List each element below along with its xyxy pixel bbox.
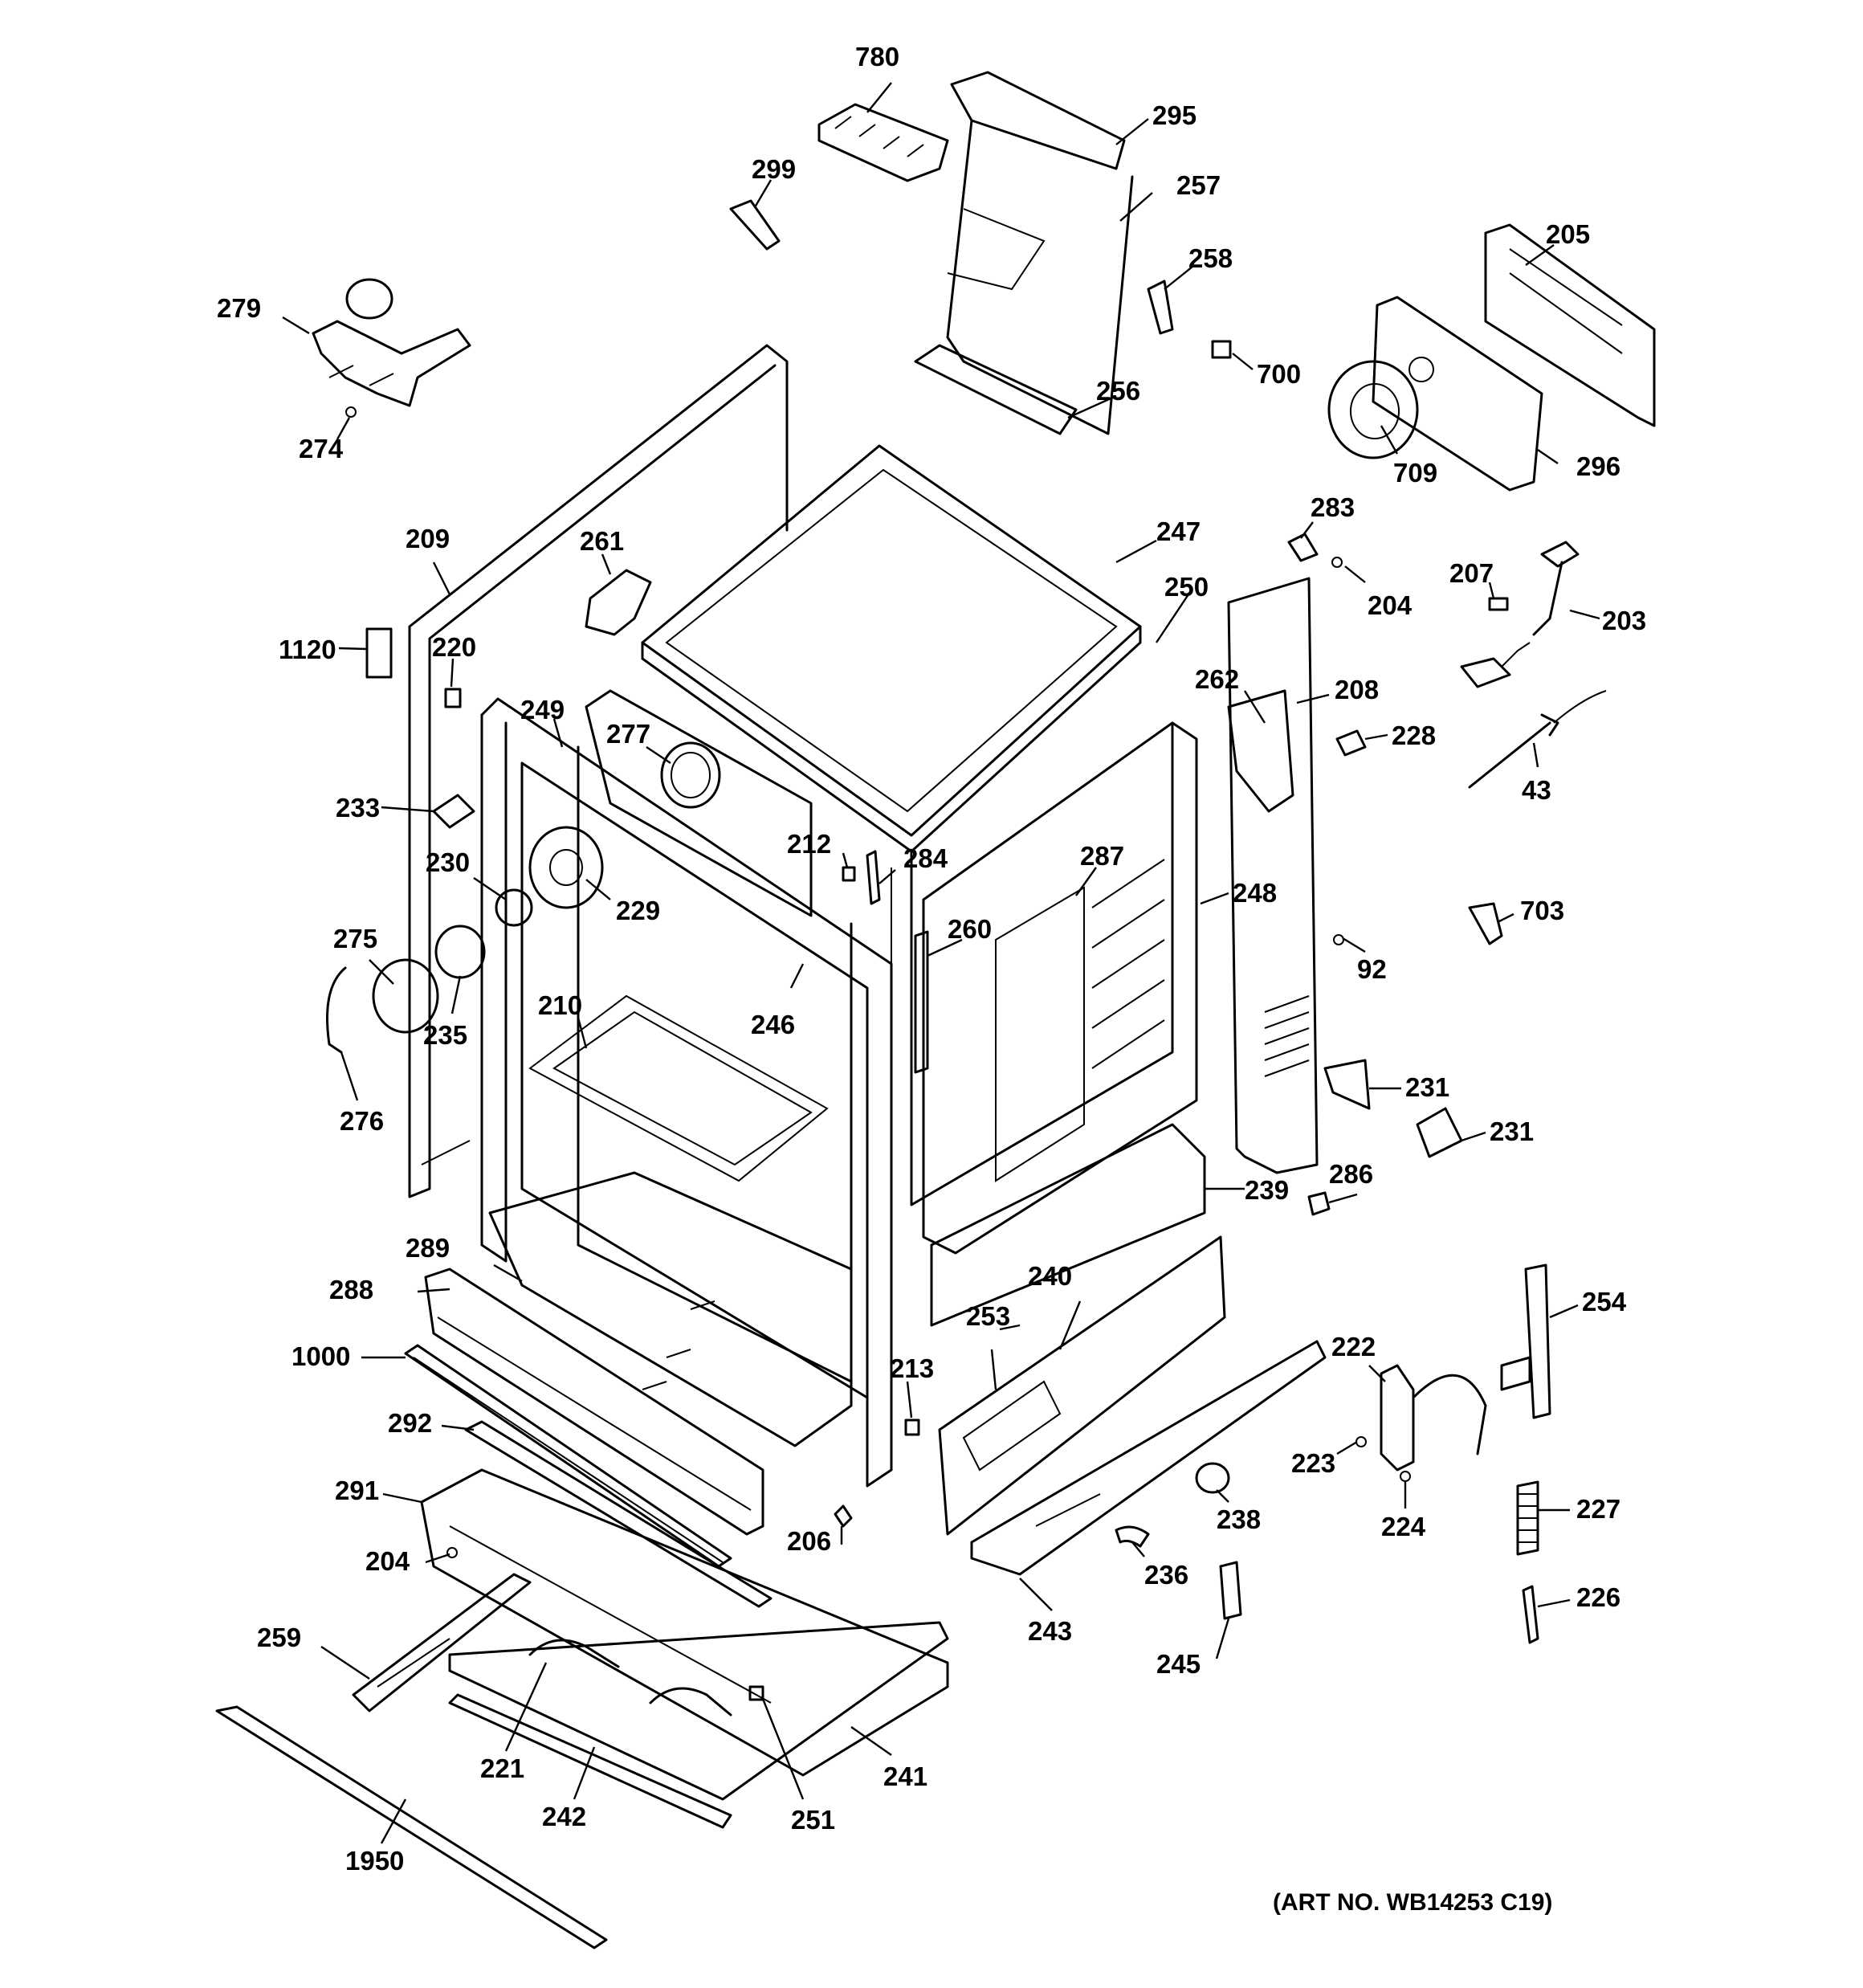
- callout-1950: 1950: [345, 1846, 404, 1876]
- callout-209: 209: [406, 524, 450, 553]
- callout-226: 226: [1576, 1582, 1620, 1612]
- callout-223: 223: [1291, 1448, 1335, 1478]
- callout-283: 283: [1311, 492, 1355, 522]
- callout-249: 249: [520, 695, 565, 725]
- callout-208: 208: [1335, 675, 1379, 704]
- callout-230: 230: [426, 847, 470, 877]
- callout-284: 284: [903, 843, 948, 873]
- callout-210: 210: [538, 990, 582, 1020]
- callout-242: 242: [542, 1802, 586, 1831]
- art-number: (ART NO. WB14253 C19): [1273, 1889, 1552, 1916]
- callout-286: 286: [1329, 1159, 1373, 1189]
- callout-212: 212: [787, 829, 831, 859]
- callout-220: 220: [432, 632, 476, 662]
- callout-235: 235: [423, 1020, 467, 1050]
- callout-231: 231: [1405, 1072, 1449, 1102]
- callout-229: 229: [616, 896, 660, 925]
- callout-703: 703: [1520, 896, 1564, 925]
- callout-1000: 1000: [291, 1341, 350, 1371]
- callout-256: 256: [1096, 376, 1140, 406]
- callout-287: 287: [1080, 841, 1124, 871]
- callout-245: 245: [1156, 1649, 1201, 1679]
- callout-228: 228: [1392, 720, 1436, 750]
- callout-277: 277: [606, 719, 650, 749]
- callout-292: 292: [388, 1408, 432, 1438]
- upper-parts: [312, 71, 1656, 1216]
- callout-709: 709: [1393, 458, 1437, 488]
- callout-288: 288: [329, 1275, 373, 1304]
- callout-279: 279: [217, 293, 261, 323]
- callout-204: 204: [1368, 590, 1413, 620]
- callout-274: 274: [299, 434, 344, 463]
- leader-lines: [282, 82, 1600, 1844]
- callout-240: 240: [1028, 1261, 1072, 1291]
- callout-labels: 780 295 299 257 258 700 205 279 274 256 …: [217, 42, 1646, 1876]
- callout-258: 258: [1188, 243, 1233, 273]
- callout-205: 205: [1546, 219, 1590, 249]
- callout-233: 233: [336, 793, 380, 823]
- callout-248: 248: [1233, 878, 1277, 908]
- callout-254: 254: [1582, 1287, 1627, 1316]
- callout-259: 259: [257, 1623, 301, 1652]
- callout-213: 213: [890, 1353, 934, 1383]
- callout-221: 221: [480, 1753, 524, 1783]
- callout-250: 250: [1164, 572, 1209, 602]
- callout-780: 780: [855, 42, 899, 71]
- callout-236: 236: [1144, 1560, 1188, 1590]
- callout-260: 260: [948, 914, 992, 944]
- callout-227: 227: [1576, 1494, 1620, 1524]
- callout-224: 224: [1381, 1512, 1426, 1541]
- callout-291: 291: [335, 1476, 379, 1505]
- callout-92: 92: [1357, 954, 1387, 984]
- callout-238: 238: [1217, 1504, 1261, 1534]
- callout-204b: 204: [365, 1546, 410, 1576]
- callout-239: 239: [1245, 1175, 1289, 1205]
- callout-700: 700: [1257, 359, 1301, 389]
- callout-203: 203: [1602, 606, 1646, 635]
- lower-parts: [215, 1263, 1551, 1949]
- callout-246: 246: [751, 1010, 795, 1039]
- callout-243: 243: [1028, 1616, 1072, 1646]
- callout-262: 262: [1195, 664, 1239, 694]
- callout-295: 295: [1152, 100, 1196, 130]
- callout-299: 299: [752, 154, 796, 184]
- callout-261: 261: [580, 526, 624, 556]
- callout-1120: 1120: [279, 635, 336, 664]
- callout-296: 296: [1576, 451, 1620, 481]
- callout-276: 276: [340, 1106, 384, 1136]
- callout-251: 251: [791, 1805, 835, 1835]
- callout-207: 207: [1449, 558, 1494, 588]
- callout-253: 253: [966, 1301, 1010, 1331]
- callout-206: 206: [787, 1526, 831, 1556]
- callout-231b: 231: [1490, 1116, 1534, 1146]
- callout-275: 275: [333, 924, 377, 953]
- callout-257: 257: [1176, 170, 1221, 200]
- callout-241: 241: [883, 1761, 927, 1791]
- callout-43: 43: [1522, 775, 1551, 805]
- callout-247: 247: [1156, 516, 1201, 546]
- left-side-panel: [408, 344, 789, 1198]
- oven-cavity-assembly: [480, 444, 1327, 1576]
- callout-222: 222: [1331, 1332, 1376, 1361]
- callout-289: 289: [406, 1233, 450, 1263]
